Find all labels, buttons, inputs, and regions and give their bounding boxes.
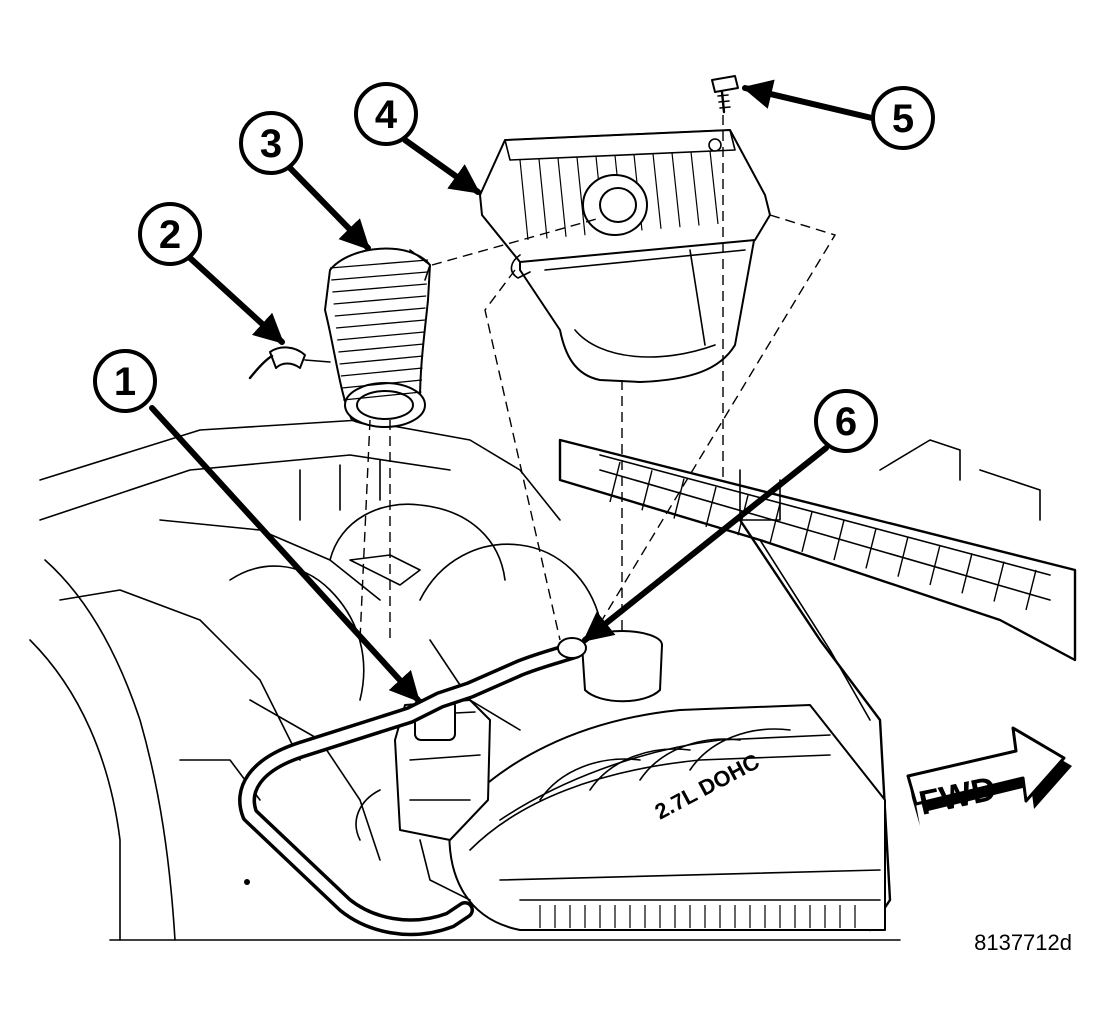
leader-5 <box>742 79 875 121</box>
line-art-stroke <box>673 478 685 519</box>
callout-1: 1 <box>93 349 157 413</box>
leader-3 <box>287 165 371 251</box>
callout-2: 2 <box>138 202 202 266</box>
mounting-screw <box>711 75 739 114</box>
alignment-dashes <box>359 115 837 641</box>
line-art-stroke <box>339 355 424 365</box>
line-art-stroke <box>557 158 567 237</box>
line-art-stroke <box>335 319 426 329</box>
line-art-stroke <box>897 536 909 577</box>
leader-2 <box>187 255 285 345</box>
line-art-stroke <box>801 511 813 552</box>
callout-1-label: 1 <box>114 360 136 404</box>
callout-5-label: 5 <box>892 97 914 141</box>
forward-direction-arrow: FWD <box>906 726 1072 826</box>
line-art-stroke <box>641 470 653 511</box>
throttle-body <box>355 699 491 901</box>
line-art-stroke <box>519 159 529 241</box>
air-inlet-port <box>557 630 663 703</box>
line-art-stroke <box>576 157 586 236</box>
line-art-stroke <box>337 331 425 341</box>
leader-6 <box>582 445 829 643</box>
line-art-stroke <box>961 553 973 594</box>
line-art-stroke <box>609 461 621 503</box>
line-art-stroke <box>331 271 428 281</box>
line-art-stroke <box>1025 569 1037 611</box>
line-art-stroke <box>343 391 422 401</box>
callout-6-label: 6 <box>835 400 857 444</box>
air-cleaner-housing <box>479 129 771 383</box>
line-art-stroke <box>769 503 781 544</box>
line-art-stroke <box>341 379 423 389</box>
line-art-stroke <box>332 283 427 293</box>
callout-4-label: 4 <box>375 93 398 137</box>
line-art-stroke <box>338 343 424 353</box>
line-art-stroke <box>538 159 548 239</box>
line-art-stroke <box>671 152 681 228</box>
callout-leaders <box>149 79 875 703</box>
line-art-stroke <box>340 367 423 377</box>
air-duct-hose <box>324 247 431 428</box>
line-art-stroke <box>833 519 845 561</box>
line-art-stroke <box>865 528 877 569</box>
callout-3-label: 3 <box>260 122 282 166</box>
callout-2-label: 2 <box>159 213 181 257</box>
callout-6: 6 <box>814 389 878 453</box>
hose-clamp <box>248 346 331 380</box>
line-art-stroke <box>652 153 662 229</box>
intake-manifold: 2.7L DOHC <box>448 704 886 931</box>
line-art-stroke <box>690 151 700 226</box>
line-art-stroke <box>993 561 1005 602</box>
callout-5: 5 <box>871 86 935 150</box>
line-art-stroke <box>929 544 941 586</box>
line-art-stroke <box>709 150 719 225</box>
line-art-stroke <box>329 259 429 269</box>
breather-hose <box>238 641 584 937</box>
figure-reference-code: 8137712d <box>974 930 1072 955</box>
callout-4: 4 <box>354 82 418 146</box>
callout-3: 3 <box>239 111 303 175</box>
leader-4 <box>402 137 481 195</box>
leader-1 <box>149 405 421 703</box>
line-art-stroke <box>334 307 426 317</box>
line-art-stroke <box>705 486 717 528</box>
line-art-stroke <box>333 295 427 305</box>
